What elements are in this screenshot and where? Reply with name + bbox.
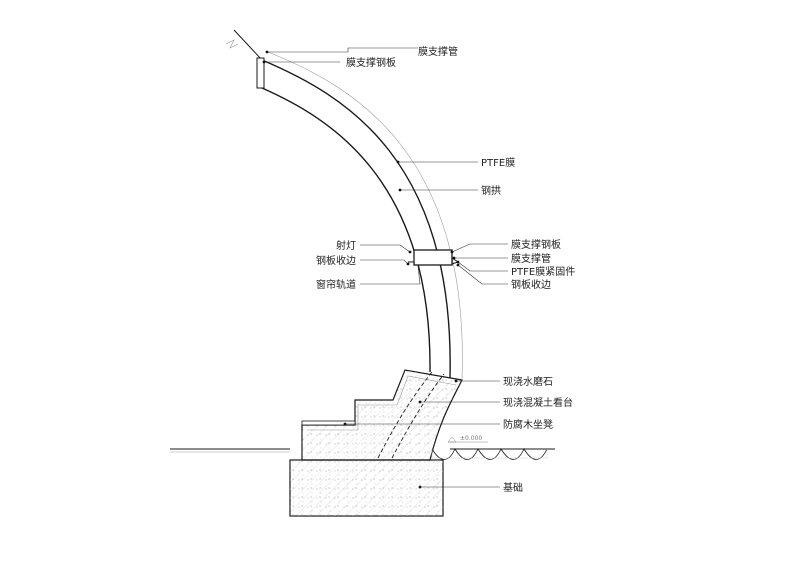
label-wood-bench: 防腐木坐凳 — [503, 418, 553, 431]
elevation-marker: ±0.000 — [447, 435, 488, 443]
gravel-fill — [431, 448, 548, 460]
foundation-block — [289, 459, 444, 517]
label-membrane-tube-top: 膜支撑管 — [418, 45, 458, 58]
steel-arch — [225, 29, 463, 381]
label-membrane-plate-mid: 膜支撑钢板 — [511, 238, 561, 251]
leader-lines — [262, 47, 508, 489]
label-terrazzo: 现浇水磨石 — [503, 375, 553, 388]
label-curtain-track: 窗帘轨道 — [316, 278, 356, 291]
elevation-label: ±0.000 — [460, 435, 482, 442]
label-ptfe-fastener: PTFE膜紧固件 — [511, 266, 575, 278]
label-membrane-plate-top: 膜支撑钢板 — [346, 56, 396, 69]
label-ptfe: PTFE膜 — [481, 157, 515, 169]
label-concrete-stand: 现浇混凝土看台 — [503, 396, 573, 409]
concrete-stand — [301, 369, 463, 461]
label-membrane-tube-mid: 膜支撑管 — [511, 252, 551, 265]
mid-support-box — [408, 249, 460, 266]
label-steel-arch: 钢拱 — [481, 184, 501, 197]
top-support-plate — [256, 57, 265, 89]
label-steel-edge-right: 钢板收边 — [511, 278, 551, 291]
label-spotlight: 射灯 — [336, 240, 356, 252]
label-steel-edge-left: 钢板收边 — [316, 254, 356, 267]
label-foundation: 基础 — [503, 481, 523, 494]
ground-line — [170, 448, 555, 453]
